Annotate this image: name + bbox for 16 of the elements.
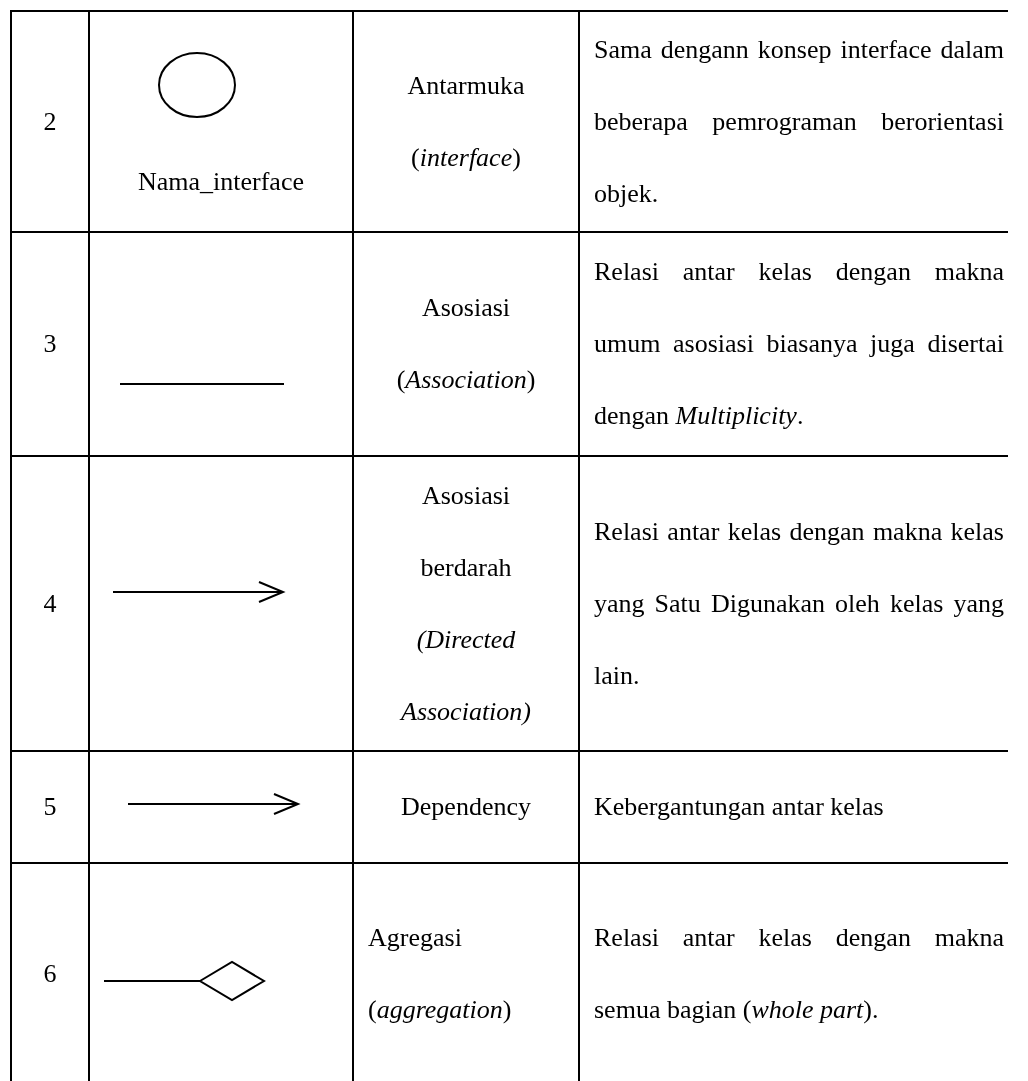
element-name: Dependency: [401, 791, 531, 823]
row-number: 4: [43, 587, 57, 620]
element-name: Asosiasi berdarah (Directed Association): [398, 479, 532, 728]
row-number: 2: [43, 105, 57, 138]
description: Relasi antar kelas dengan makna kelas yang Satu Digunakan oleh kelas yang lain.: [594, 515, 1004, 692]
description: Kebergantungan antar kelas: [594, 791, 885, 823]
row-number: 6: [43, 957, 57, 990]
description: Sama dengann konsep interface dalam beberapa pemrograman berorientasi objek.: [594, 33, 1004, 210]
description: Relasi antar kelas dengan makna semua bagian (whole part).: [594, 921, 1004, 1026]
row-number: 3: [43, 328, 57, 360]
symbol-name: Nama_interface: [137, 166, 305, 198]
element-name: Agregasi (aggregation): [368, 921, 513, 1026]
row-number: 5: [43, 791, 57, 823]
description: Relasi antar kelas dengan makna umum asosiasi biasanya juga disertai dengan Multiplicity.: [594, 256, 1004, 432]
element-name: Asosiasi (Association): [395, 292, 537, 396]
element-name: Antarmuka (interface): [406, 69, 526, 174]
